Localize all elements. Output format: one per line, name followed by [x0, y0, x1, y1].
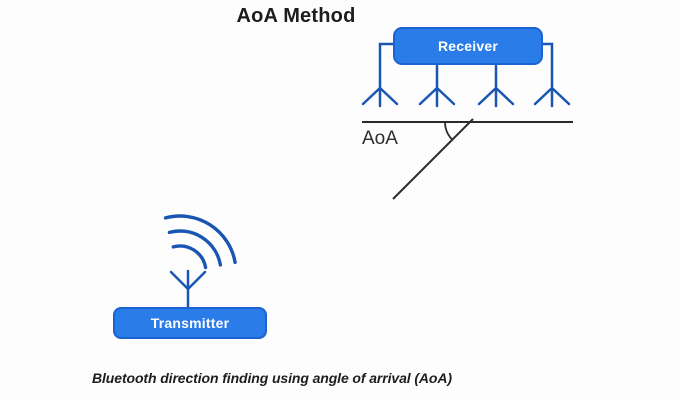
wave-arc [163, 214, 237, 264]
transmitter-node: Transmitter [113, 307, 267, 339]
antenna-icon [361, 42, 399, 108]
figure-caption: Bluetooth direction finding using angle … [92, 370, 452, 386]
receiver-node: Receiver [393, 27, 543, 65]
antenna-icon [477, 64, 515, 108]
antenna-icon [533, 42, 571, 108]
wave-arc [167, 229, 223, 267]
angle-label: AoA [362, 128, 398, 149]
antenna-icon [418, 64, 456, 108]
angle-arc [444, 121, 453, 141]
page-title: AoA Method [236, 5, 356, 27]
signal-waves-icon [163, 214, 237, 270]
transmitter-antenna-icon [169, 269, 207, 309]
wave-arc [171, 244, 208, 270]
receiver-antenna-array [361, 42, 571, 108]
transmitter-label: Transmitter [150, 315, 230, 331]
receiver-label: Receiver [438, 38, 498, 54]
incident-signal-line [392, 118, 474, 200]
